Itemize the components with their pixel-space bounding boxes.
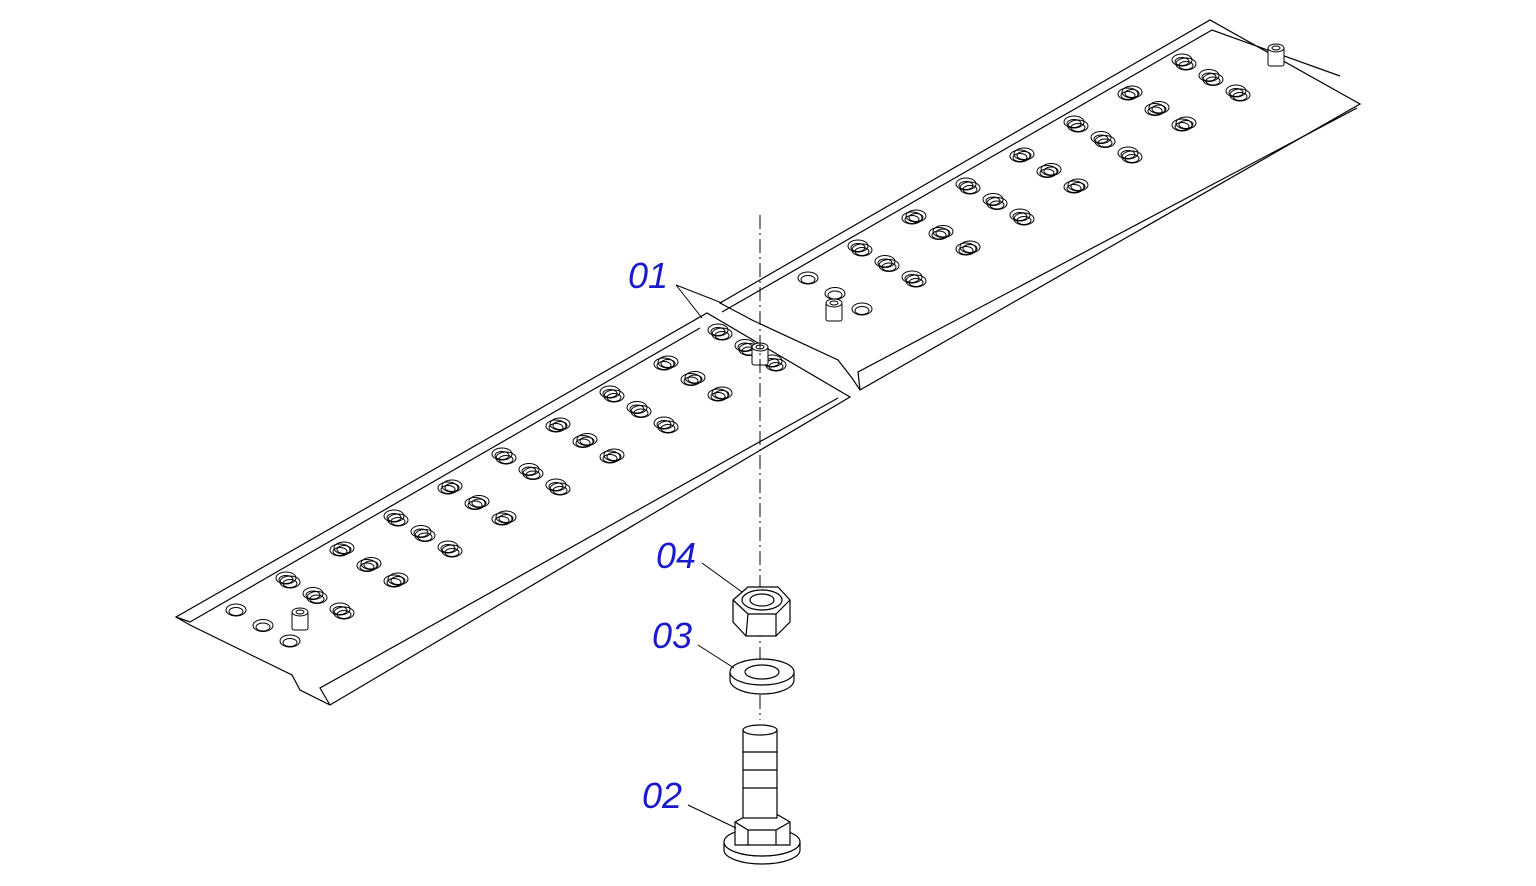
perforation-hole-inner <box>931 230 947 240</box>
perforation-hole-inner <box>494 451 510 460</box>
perforation-hole-inner <box>1174 57 1190 66</box>
perforation-hole-inner <box>850 243 866 252</box>
perforation-hole-inner <box>305 590 321 600</box>
perforation-hole-inner <box>1178 120 1194 129</box>
perforation-hole-inner <box>471 498 487 508</box>
perforation-hole-inner <box>1012 153 1028 162</box>
perforation-hole-inner <box>660 359 676 368</box>
perforation-hole-inner <box>1120 150 1136 159</box>
plate-cage-nuts <box>291 43 1285 631</box>
perforation-hole-inner <box>440 485 456 494</box>
perforation-hole-inner <box>854 306 870 315</box>
perforation-hole-inner <box>386 513 402 522</box>
perforation-hole-inner <box>359 562 375 572</box>
callout-04: 04 <box>656 535 697 576</box>
perforation-hole-inner <box>467 500 483 510</box>
perforation-hole-inner <box>255 622 271 632</box>
perforation-hole-inner <box>1201 72 1217 82</box>
perforation-hole-inner <box>714 390 730 399</box>
perforation-hole-inner <box>683 376 699 386</box>
perforation-hole-inner <box>908 213 924 222</box>
leader-03 <box>697 644 735 669</box>
perforation-hole-inner <box>687 374 703 384</box>
perforation-hole-inner <box>656 361 672 370</box>
perforation-hole-inner <box>602 454 618 463</box>
perforation-hole-inner <box>413 528 429 538</box>
callout-03: 03 <box>652 615 693 656</box>
perforation-hole-inner <box>278 575 294 584</box>
perforation-hole-inner <box>935 228 951 238</box>
perforation-hole-inner <box>1124 89 1140 98</box>
perforation-hole-inner <box>575 438 591 448</box>
cage-nut-bore <box>295 609 305 615</box>
perforation-hole-inner <box>958 181 974 190</box>
cage-nut-bore <box>1271 45 1281 51</box>
leader-01 <box>675 284 703 319</box>
right-perforated-plate <box>718 19 1362 391</box>
perforation-hole-inner <box>440 544 456 553</box>
perforation-hole-inner <box>985 196 1001 206</box>
leader-lines <box>675 284 743 829</box>
perforation-hole-inner <box>656 420 672 429</box>
perforation-hole-inner <box>552 421 568 430</box>
perforation-hole-inner <box>1093 134 1109 144</box>
perforation-hole-inner <box>494 516 510 525</box>
perforation-hole-inner <box>363 560 379 570</box>
leader-02 <box>687 804 737 829</box>
perforation-hole-inner <box>332 547 348 556</box>
washer <box>729 658 795 695</box>
hex-nut <box>732 586 791 637</box>
callout-01: 01 <box>628 255 669 296</box>
perforation-hole-inner <box>386 578 402 587</box>
perforation-hole-inner <box>228 607 244 616</box>
perforation-hole-inner <box>521 466 537 476</box>
perforation-hole-inner <box>548 423 564 432</box>
perforation-hole-inner <box>1043 166 1059 176</box>
leader-04 <box>701 562 743 593</box>
perforation-hole-inner <box>904 274 920 283</box>
perforation-hole-inner <box>444 483 460 492</box>
perforation-hole-inner <box>548 482 564 491</box>
perforation-hole-inner <box>579 436 595 446</box>
perforation-hole-inner <box>602 389 618 398</box>
perforation-hole-inner <box>629 404 645 414</box>
perforation-hole-inner <box>1228 88 1244 97</box>
callout-02: 02 <box>642 775 683 816</box>
perforation-hole-inner <box>1147 106 1163 116</box>
carriage-bolt <box>723 724 801 865</box>
left-perforated-plate <box>174 312 852 706</box>
leader-01b <box>675 284 723 304</box>
perforation-hole-inner <box>282 638 298 647</box>
perforation-hole-inner <box>1016 151 1032 160</box>
perforation-hole-inner <box>1120 91 1136 100</box>
perforation-hole-inner <box>1151 104 1167 114</box>
perforation-hole-inner <box>390 576 406 585</box>
cage-nut-bore <box>829 300 839 306</box>
perforation-hole-inner <box>904 215 920 224</box>
perforation-hole-inner <box>1066 184 1082 193</box>
perforation-hole-inner <box>1070 182 1086 191</box>
perforation-hole-inner <box>332 606 348 615</box>
perforation-hole-inner <box>606 452 622 461</box>
perforation-hole-inner <box>498 514 514 523</box>
perforation-hole-inner <box>1039 168 1055 178</box>
perforation-hole-inner <box>962 244 978 253</box>
perforation-hole-inner <box>800 275 816 284</box>
perforation-hole-inner <box>336 545 352 554</box>
perforation-hole-inner <box>958 246 974 255</box>
perforation-hole-inner <box>1066 119 1082 128</box>
perforation-hole-inner <box>877 258 893 268</box>
perforation-hole-inner <box>1174 122 1190 131</box>
perforation-hole-inner <box>710 327 726 336</box>
perforation-hole-inner <box>1012 212 1028 221</box>
perforation-hole-inner <box>710 392 726 401</box>
